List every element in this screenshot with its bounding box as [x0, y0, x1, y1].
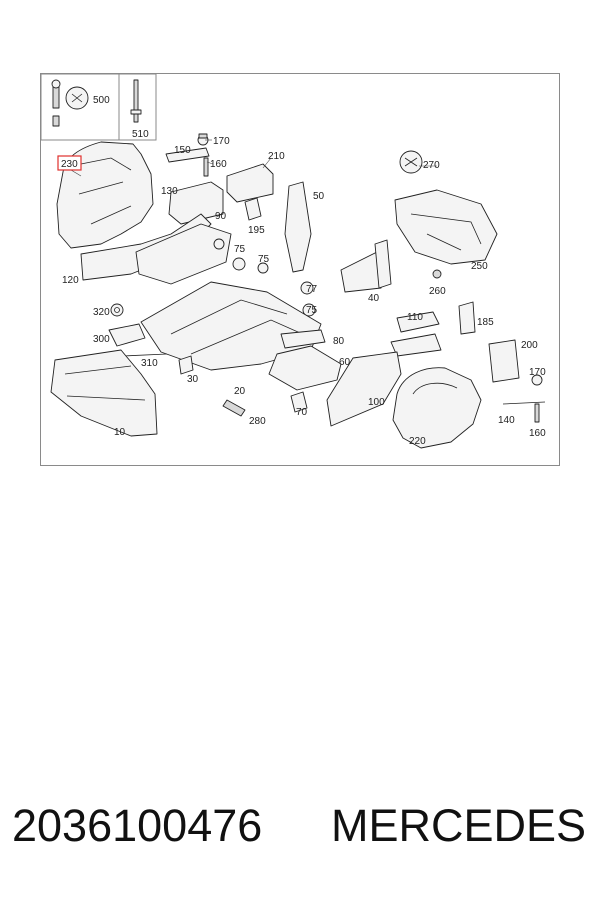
part-75b-plug [257, 262, 269, 274]
bolt-500-icon [51, 79, 89, 127]
leader-lines [70, 139, 437, 177]
callout-40: 40 [368, 293, 380, 304]
callout-70: 70 [296, 407, 308, 418]
callout-160b: 160 [529, 428, 546, 439]
callout-170a: 170 [213, 136, 230, 147]
part-210-bracket [226, 163, 274, 203]
part-250-trunk-well [394, 189, 498, 265]
callout-310: 310 [141, 358, 158, 369]
part-270-cap [399, 150, 423, 174]
callout-75a: 75 [234, 244, 246, 255]
callout-170b: 170 [529, 367, 546, 378]
callout-140: 140 [498, 415, 515, 426]
callout-50: 50 [313, 191, 325, 202]
caption-bar: 2036100476 MERCEDES [0, 800, 600, 870]
part-75c-plug [302, 303, 316, 317]
callout-280: 280 [249, 416, 266, 427]
part-300-plate [108, 323, 146, 347]
part-40-support [374, 239, 392, 289]
callout-90: 90 [215, 211, 227, 222]
part-50-pillar [284, 181, 312, 273]
callout-20: 20 [234, 386, 246, 397]
part-160b-bolt [534, 403, 540, 423]
part-110b-crossmember [390, 333, 442, 357]
part-120-front-member [80, 213, 212, 281]
highlight-box-230 [57, 155, 82, 171]
part-280-bolt [222, 399, 246, 417]
part-220-rear-arch [392, 367, 482, 449]
callout-185: 185 [477, 317, 494, 328]
part-170-nut [197, 133, 209, 146]
part-77-grommet [300, 281, 314, 295]
part-195-clip [244, 197, 262, 221]
callout-210: 210 [268, 151, 285, 162]
part-80-bracket [280, 329, 326, 349]
callout-30: 30 [187, 374, 199, 385]
stud-510-icon [130, 79, 142, 123]
callout-230: 230 [61, 159, 78, 170]
callout-150: 150 [174, 145, 191, 156]
callout-60: 60 [339, 357, 351, 368]
part-140-rod [502, 401, 546, 405]
part-90-floor-plate [135, 223, 232, 285]
grommet-icon [213, 238, 225, 250]
callout-500: 500 [93, 95, 110, 106]
part-number: 2036100476 [12, 800, 263, 851]
callout-260: 260 [429, 286, 446, 297]
part-160-bolt [203, 157, 209, 177]
callout-270: 270 [423, 160, 440, 171]
callout-160a: 160 [210, 159, 227, 170]
callout-300: 300 [93, 334, 110, 345]
parts-diagram-frame: 500 510 230 150 170 160 210 130 50 270 1… [40, 73, 560, 466]
part-170b-nut [531, 374, 543, 386]
part-260-plug [432, 269, 442, 279]
callout-77: 77 [306, 284, 318, 295]
callout-75b: 75 [258, 254, 270, 265]
callout-250: 250 [471, 261, 488, 272]
part-70-clip [290, 391, 308, 413]
part-310-rod [122, 353, 168, 357]
part-60-rocker [268, 345, 342, 391]
callout-80: 80 [333, 336, 345, 347]
part-150-bracket [165, 147, 210, 163]
callout-510: 510 [132, 129, 149, 140]
part-30-clip [178, 355, 194, 375]
part-130-rail [168, 181, 224, 225]
callout-110: 110 [407, 312, 423, 323]
part-75a-plug [232, 257, 246, 271]
part-10-bulkhead [50, 349, 158, 437]
callout-100: 100 [368, 397, 385, 408]
part-110-crossmember [396, 311, 440, 333]
brand-name: MERCEDES [330, 800, 586, 851]
parts-diagram: 500 510 230 150 170 160 210 130 50 270 1… [41, 74, 546, 449]
part-320-nut [110, 303, 124, 317]
callout-200: 200 [521, 340, 538, 351]
callout-10: 10 [114, 427, 126, 438]
callout-130: 130 [161, 186, 178, 197]
callout-220: 220 [409, 436, 426, 447]
part-185-bracket [458, 301, 476, 335]
part-200-bracket [488, 339, 520, 383]
callout-195: 195 [248, 225, 265, 236]
part-100-rear-member [326, 351, 402, 427]
callout-120: 120 [62, 275, 79, 286]
inset-box-510 [118, 74, 157, 141]
callout-75c: 75 [306, 305, 318, 316]
callout-320: 320 [93, 307, 110, 318]
